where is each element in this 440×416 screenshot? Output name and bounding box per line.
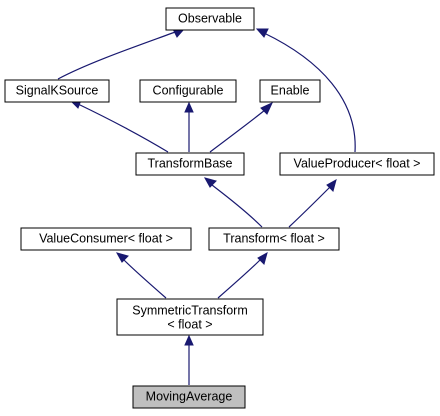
edge-transformbase-to-enable — [209, 101, 274, 153]
node-transformbase[interactable]: TransformBase — [135, 152, 245, 176]
node-label: Configurable — [153, 83, 224, 97]
node-symmetrictransform[interactable]: SymmetricTransform < float > — [116, 298, 264, 336]
node-label-line1: SymmetricTransform — [132, 303, 248, 317]
node-label: Enable — [271, 83, 310, 97]
edge-signalksource-to-observable — [57, 28, 186, 80]
node-label: SignalKSource — [16, 83, 99, 97]
node-enable[interactable]: Enable — [259, 79, 321, 103]
node-label-line2: < float > — [167, 317, 212, 331]
node-movingaverage[interactable]: MovingAverage — [132, 385, 246, 409]
node-label: ValueConsumer< float > — [39, 231, 173, 245]
edge-movingaverage-to-symmetrictransform — [184, 334, 194, 385]
node-configurable[interactable]: Configurable — [139, 79, 237, 103]
node-label: ValueProducer< float > — [294, 156, 421, 170]
node-valueconsumer[interactable]: ValueConsumer< float > — [20, 227, 192, 251]
node-signalksource[interactable]: SignalKSource — [4, 79, 110, 103]
node-label: Transform< float > — [223, 231, 325, 245]
edge-transformbase-to-configurable — [184, 101, 194, 152]
edge-transform-to-valueproducer — [288, 178, 337, 228]
node-observable[interactable]: Observable — [165, 7, 255, 31]
node-label: MovingAverage — [146, 389, 233, 403]
edge-valueproducer-to-observable — [255, 28, 356, 153]
edge-symmetrictransform-to-valueconsumer — [115, 252, 167, 299]
node-transform[interactable]: Transform< float > — [208, 227, 340, 251]
edge-symmetrictransform-to-transform — [217, 251, 268, 299]
edge-transform-to-transformbase — [203, 177, 263, 228]
node-label: Observable — [178, 11, 242, 25]
edge-transformbase-to-signalksource — [68, 99, 169, 153]
node-valueproducer[interactable]: ValueProducer< float > — [279, 152, 435, 176]
node-label: TransformBase — [148, 156, 233, 170]
